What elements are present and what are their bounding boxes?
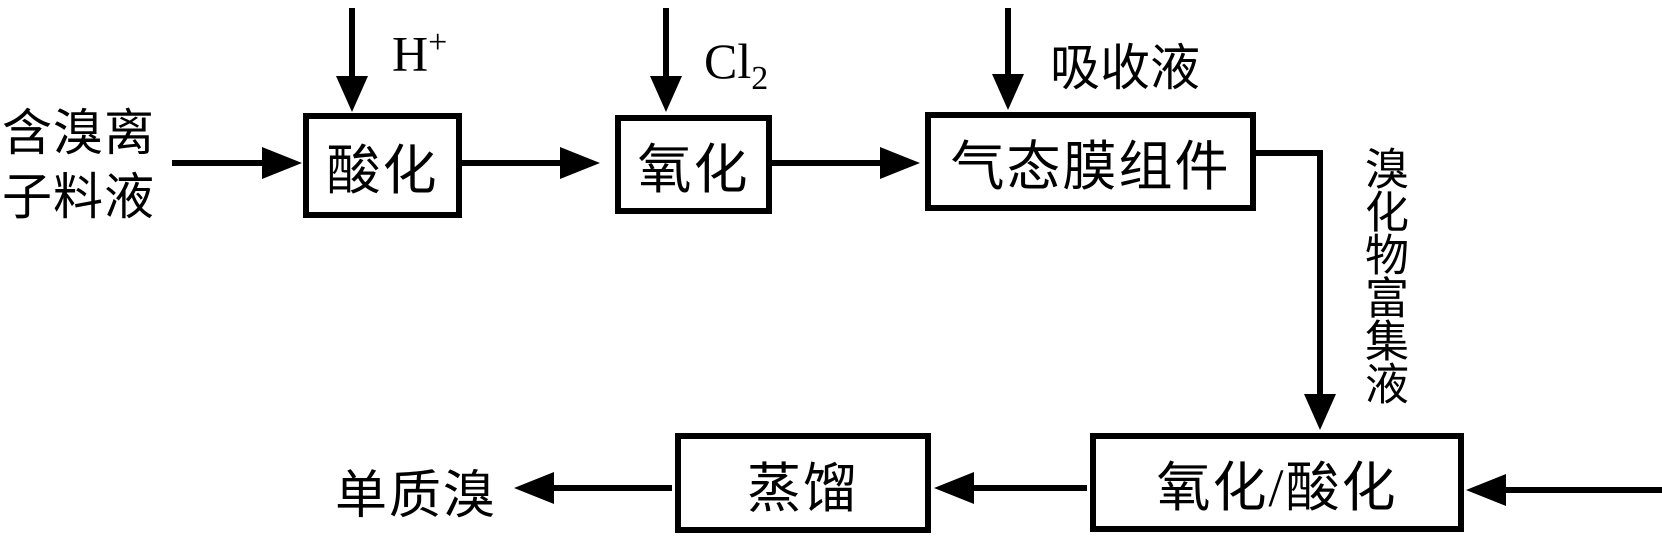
h-plus-label: H+ bbox=[392, 24, 447, 83]
feed-label-line2: 子料液 bbox=[2, 169, 155, 225]
feed-label-line1: 含溴离 bbox=[2, 105, 155, 161]
arrow-h-plus-input bbox=[336, 8, 368, 112]
chlorine-label: Cl2 bbox=[704, 32, 768, 98]
chlorine-subscript: 2 bbox=[751, 60, 769, 97]
arrow-acidification-to-oxidation bbox=[462, 147, 600, 179]
product-label: 单质溴 bbox=[335, 468, 498, 525]
arrow-oxacid-to-distillation bbox=[934, 472, 1087, 504]
enriched-liquid-label: 溴化物富集液 bbox=[1358, 146, 1407, 404]
distillation-box: 蒸馏 bbox=[675, 433, 931, 533]
absorption-liquid-label: 吸收液 bbox=[1050, 40, 1200, 96]
arrow-membrane-to-oxacid bbox=[1255, 150, 1336, 430]
arrow-absorption-input bbox=[992, 8, 1024, 110]
arrow-oxidation-to-membrane bbox=[772, 147, 920, 179]
acidification-box: 酸化 bbox=[303, 113, 462, 218]
chlorine-base: Cl bbox=[704, 33, 752, 89]
oxidation-box: 氧化 bbox=[615, 115, 772, 214]
arrow-chlorine-input bbox=[650, 8, 682, 112]
membrane-module-box: 气态膜组件 bbox=[925, 112, 1256, 211]
arrow-distillation-to-product bbox=[514, 472, 672, 504]
arrow-right-input bbox=[1466, 474, 1662, 506]
h-plus-superscript: + bbox=[428, 24, 448, 61]
feed-label: 含溴离 子料液 bbox=[2, 101, 155, 229]
arrow-feed-to-acidification bbox=[172, 147, 302, 179]
oxidation-acidification-box: 氧化/酸化 bbox=[1090, 433, 1464, 532]
h-plus-base: H bbox=[392, 25, 429, 82]
